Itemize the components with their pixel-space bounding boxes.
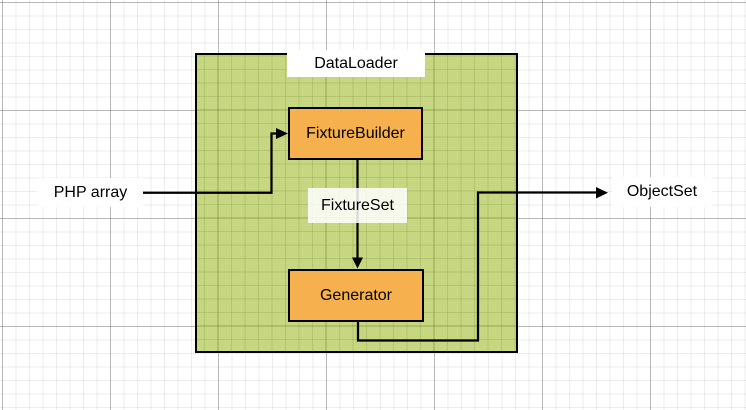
node-fixturebuilder-label: FixtureBuilder — [306, 124, 405, 142]
output-label-objectset[interactable]: ObjectSet — [612, 177, 712, 207]
input-label-php-array[interactable]: PHP array — [38, 178, 143, 207]
node-generator-label: Generator — [319, 286, 393, 304]
php-array-label-text: PHP array — [53, 183, 128, 201]
edge-label-fixtureset[interactable]: FixtureSet — [308, 188, 407, 223]
objectset-label-text: ObjectSet — [626, 183, 698, 200]
node-generator[interactable]: Generator — [288, 269, 424, 322]
dataloader-label-text: DataLoader — [314, 54, 398, 72]
fixtureset-label-text: FixtureSet — [321, 196, 394, 214]
node-fixturebuilder[interactable]: FixtureBuilder — [288, 107, 423, 160]
dataloader-container-label[interactable]: DataLoader — [287, 50, 425, 77]
